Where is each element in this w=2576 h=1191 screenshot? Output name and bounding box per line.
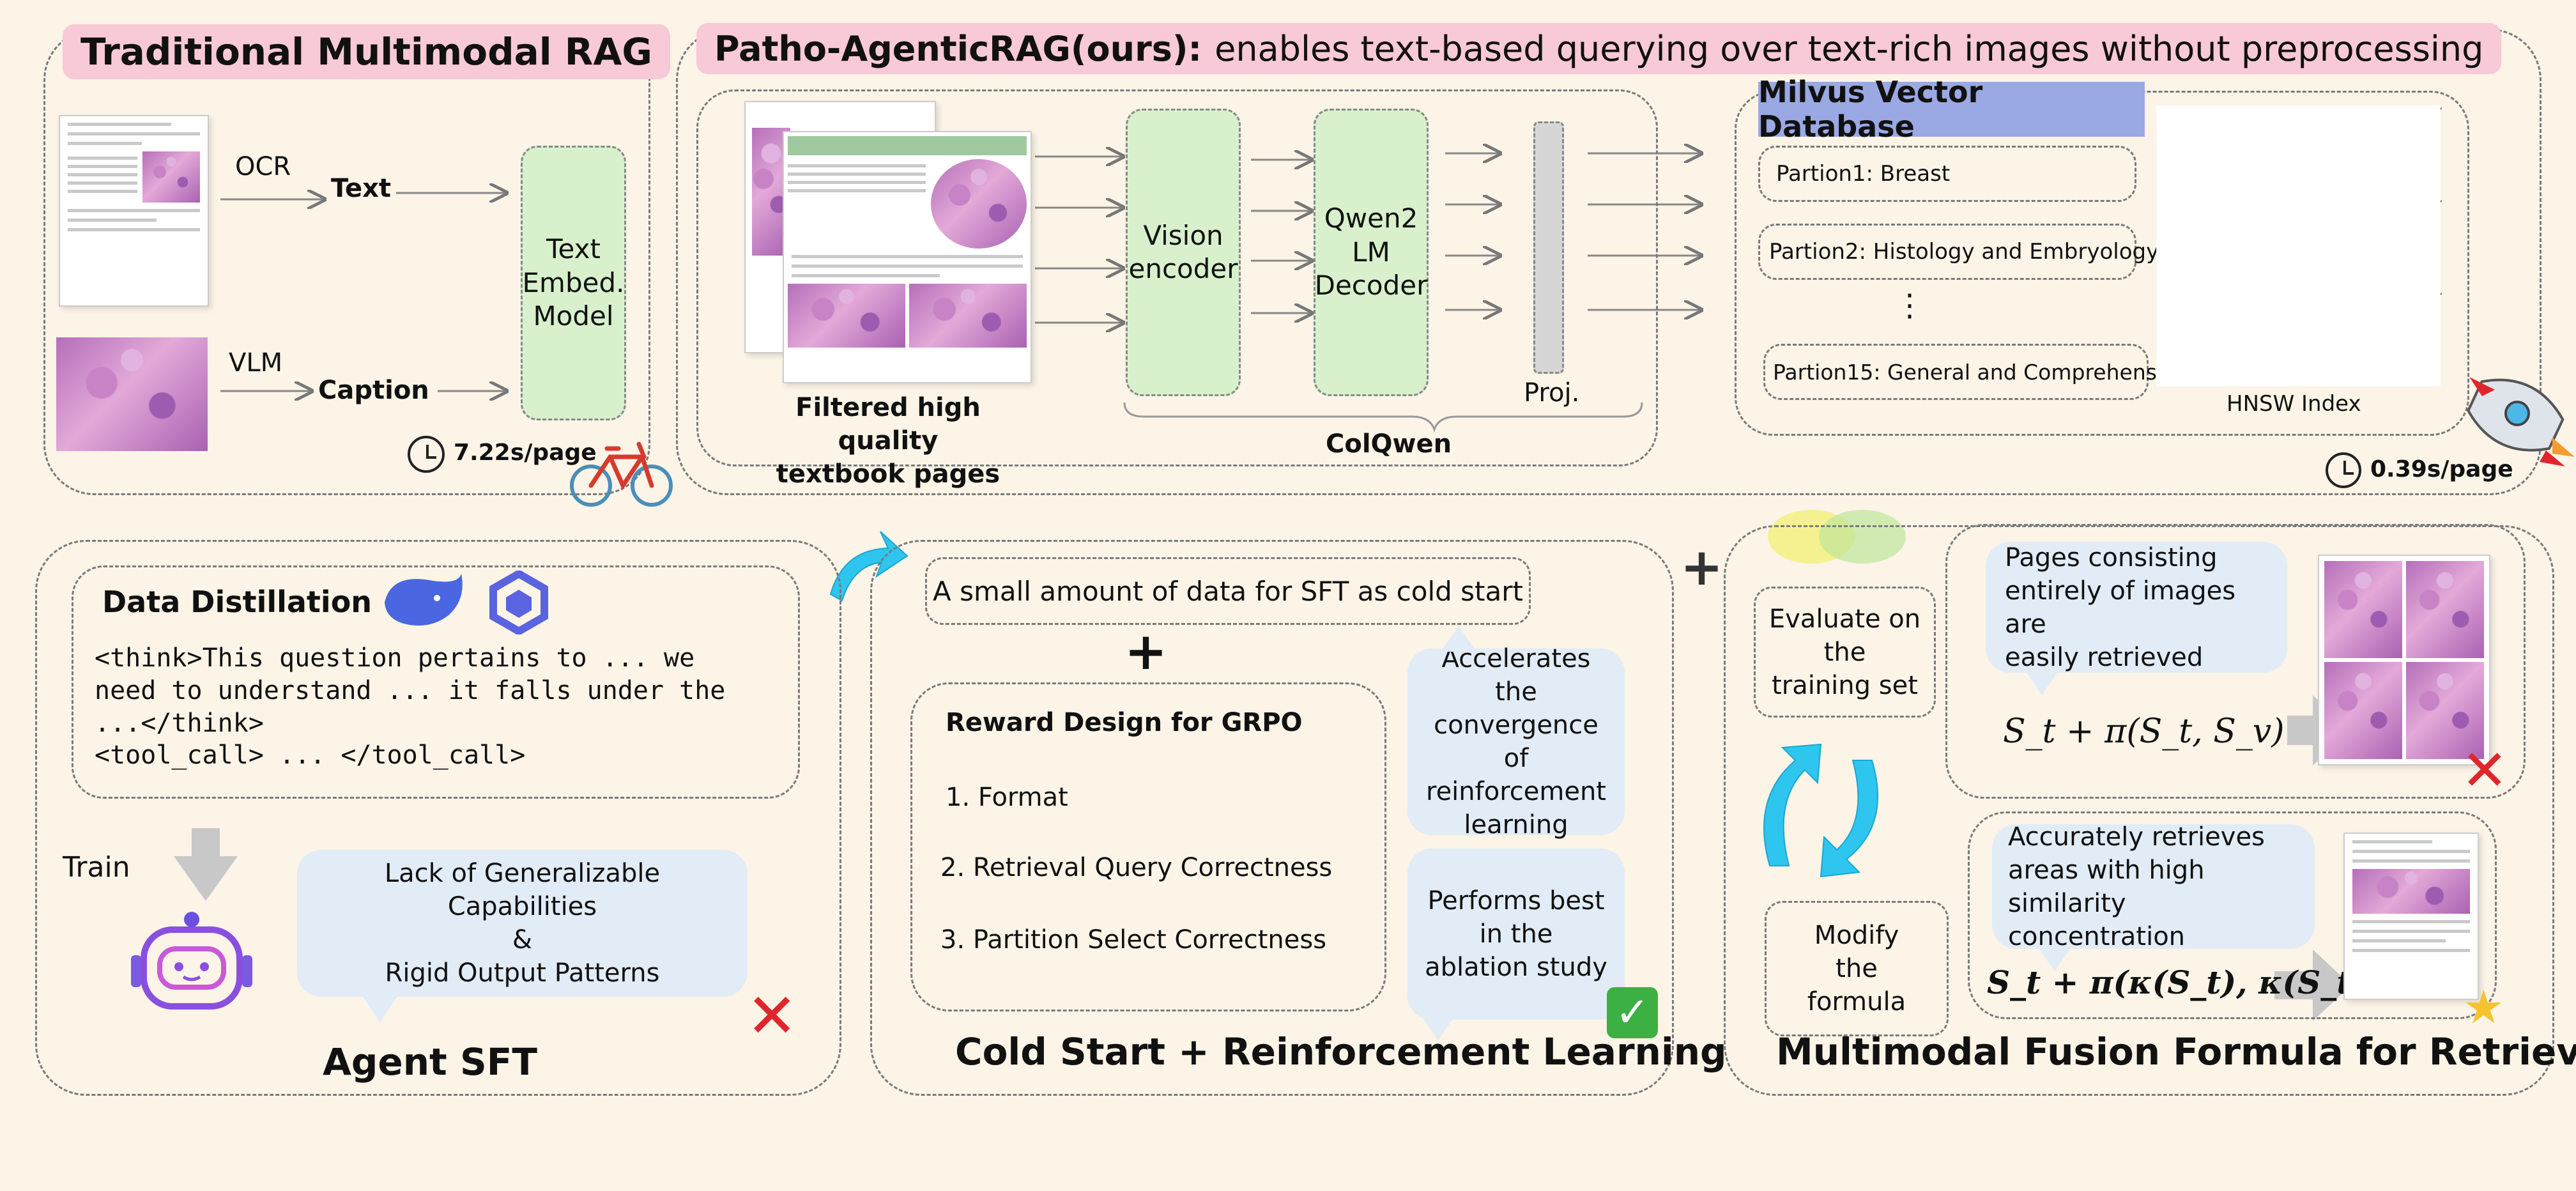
vision-encoder-box: Vision encoder [1126, 109, 1241, 396]
proj-label: Proj. [1524, 378, 1580, 408]
patho-title-rest: enables text-based querying over text-ri… [1215, 28, 2484, 69]
text-label: Text [331, 174, 392, 203]
bubble-tail [2025, 671, 2058, 695]
distillation-code: <think>This question pertains to ... we … [95, 643, 726, 771]
robot-icon [131, 912, 252, 1010]
patho-agenticrag-title: Patho-AgenticRAG(ours): enables text-bas… [696, 23, 2502, 74]
rl-benefit-bubble: Accelerates the convergence of reinforce… [1407, 644, 1625, 840]
reward-design-box [910, 682, 1386, 1011]
bubble-tail [361, 994, 399, 1022]
bubble-tail [2038, 947, 2071, 971]
partition-general: Partion15: General and Comprehensive [1763, 344, 2188, 400]
rl-ablation-bubble: Performs best in the ablation study [1407, 849, 1625, 1020]
patho-title-bold: Patho-AgenticRAG(ours): [714, 28, 1202, 69]
plus-icon: + [1680, 537, 1724, 597]
fusion-title: Multimodal Fusion Formula for Retriever [1776, 1030, 2576, 1073]
agent-sft-title: Agent SFT [323, 1040, 537, 1084]
case1-bubble: Pages consisting entirely of images are … [1986, 542, 2287, 673]
traditional-time: 7.22s/page [454, 440, 597, 466]
fusion-case1-box [1945, 524, 2526, 799]
data-distillation-title: Data Distillation [102, 585, 372, 619]
patho-time: 0.39s/page [2370, 456, 2513, 482]
colqwen-label: ColQwen [1326, 429, 1452, 459]
vlm-label: VLM [229, 348, 283, 378]
reward-query: 2. Retrieval Query Correctness [940, 853, 1333, 882]
caption-label: Caption [318, 376, 429, 405]
page-stack-front [783, 131, 1032, 383]
fusion-case2-box [1968, 811, 2497, 1019]
sft-limitation-bubble: Lack of Generalizable Capabilities & Rig… [297, 850, 747, 997]
hexagon-logo-icon [489, 571, 548, 634]
bubble-tail [1422, 1016, 1455, 1040]
agent-sft-panel [35, 540, 841, 1096]
textbook-page-thumbnail [59, 115, 209, 307]
ocr-label: OCR [235, 152, 291, 181]
text-embed-model-box: Text Embed. Model [521, 146, 626, 420]
clock-icon [2326, 452, 2361, 488]
whale-logo-icon [385, 574, 463, 626]
case2-bubble: Accurately retrieves areas with high sim… [1992, 822, 2315, 951]
image-page-thumbnail [2318, 555, 2490, 765]
colqwen-subpanel [696, 89, 1658, 466]
cold-start-rl-panel [870, 540, 1674, 1096]
star-icon: ★ [2463, 980, 2504, 1034]
bicycle-icon [570, 442, 673, 507]
partition-ellipsis: ⋮ [1894, 288, 1925, 323]
bubble-tail [1441, 626, 1476, 652]
cross-icon: ✕ [746, 980, 798, 1052]
hnsw-index-image [2156, 105, 2441, 387]
filtered-pages-label: Filtered high quality textbook pages [776, 393, 1000, 489]
train-label: Train [63, 851, 130, 884]
text-page-thumbnail [2343, 833, 2479, 1000]
milvus-db-title: Milvus Vector Database [1758, 75, 2145, 144]
rocket-icon [2467, 377, 2575, 466]
check-icon: ✓ [1607, 987, 1658, 1038]
reward-title: Reward Design for GRPO [946, 708, 1303, 737]
reward-partition: 3. Partition Select Correctness [940, 925, 1327, 955]
partition-breast: Partion1: Breast [1758, 146, 2136, 202]
histology-image [56, 337, 208, 451]
partition-histology: Partion2: Histology and Embryology [1758, 224, 2159, 280]
evaluate-box: Evaluate on the training set [1754, 587, 1936, 718]
projection-box [1533, 121, 1564, 374]
fusion-formula-panel [1724, 525, 2554, 1096]
qwen2-decoder-box: Qwen2 LM Decoder [1314, 109, 1429, 396]
plus-icon: + [1124, 622, 1168, 681]
formula-1: S_t + π(S_t, S_v) [2003, 712, 2285, 751]
reward-format: 1. Format [946, 783, 1068, 812]
hnsw-label: HNSW Index [2227, 391, 2361, 417]
cross-icon: ✕ [2461, 737, 2508, 803]
clock-icon [408, 436, 445, 473]
rl-title: Cold Start + Reinforcement Learning [955, 1030, 1727, 1073]
modify-box: Modify the formula [1765, 901, 1949, 1036]
formula-2: S_t + π(κ(S_t), κ(S_t)) [1987, 964, 2382, 1001]
cold-start-box: A small amount of data for SFT as cold s… [925, 557, 1531, 625]
traditional-rag-title: Traditional Multimodal RAG [63, 24, 670, 79]
data-distillation-box [72, 565, 800, 799]
